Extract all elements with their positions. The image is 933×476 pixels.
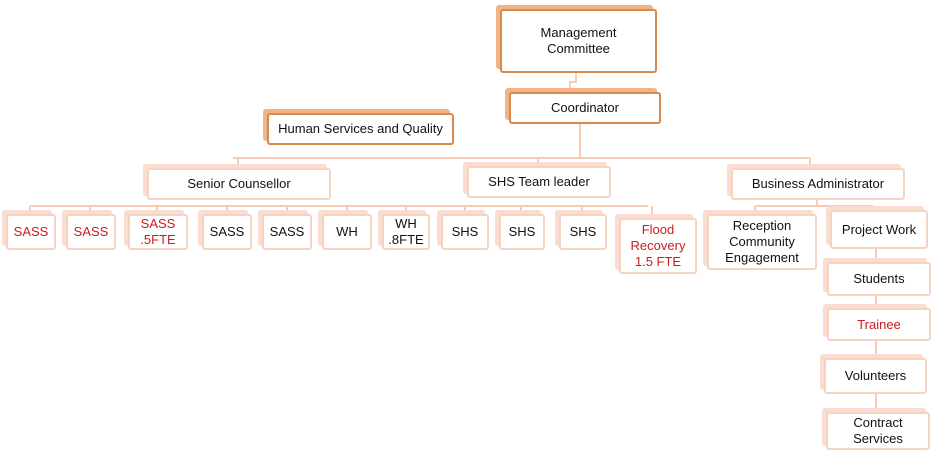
sass-label-4: SASS <box>269 224 305 239</box>
shs-label-2: SHS <box>508 224 536 239</box>
trainee-box: Trainee <box>827 308 931 341</box>
volunteers-box: Volunteers <box>824 358 927 394</box>
management-committee-box: Management Committee <box>500 9 657 73</box>
sass-label-3: SASS <box>209 224 245 239</box>
shs-label-3: SHS <box>569 224 597 239</box>
human-services-quality-box: Human Services and Quality <box>267 113 454 145</box>
project-work-box: Project Work <box>830 210 928 249</box>
wh-8fte-box: WH .8FTE <box>382 214 430 250</box>
shs-label-1: SHS <box>451 224 479 239</box>
connector-management-coordinator <box>569 73 577 92</box>
reception-box: Reception Community Engagement <box>707 214 817 270</box>
management-committee-label: Management Committee <box>540 25 617 56</box>
volunteers-label: Volunteers <box>844 368 907 383</box>
trainee-label: Trainee <box>857 316 901 332</box>
sass-label-1: SASS <box>13 224 49 239</box>
sass-box-4: SASS <box>262 214 312 250</box>
students-label: Students <box>853 271 905 286</box>
students-box: Students <box>827 262 931 296</box>
reception-label: Reception Community Engagement <box>725 218 799 265</box>
senior-counsellor-label: Senior Counsellor <box>187 176 291 191</box>
sass-box-3: SASS <box>202 214 252 250</box>
human-services-quality-label: Human Services and Quality <box>278 121 443 136</box>
shs-team-leader-box: SHS Team leader <box>467 166 611 198</box>
sass-label-2: SASS <box>73 224 109 239</box>
connector-row-drops <box>29 206 653 218</box>
shs-box-2: SHS <box>499 214 545 250</box>
shs-team-leader-label: SHS Team leader <box>488 174 590 189</box>
sass-box-2: SASS <box>66 214 116 250</box>
project-work-label: Project Work <box>841 221 917 237</box>
shs-box-3: SHS <box>559 214 607 250</box>
connector-biz-drops <box>754 206 874 214</box>
wh-8fte-label: WH .8FTE <box>388 216 424 247</box>
shs-box-1: SHS <box>441 214 489 250</box>
sass-5fte-box: SASS .5FTE <box>128 214 188 250</box>
flood-recovery-box: Flood Recovery 1.5 FTE <box>619 218 697 274</box>
contract-services-label: Contract Services <box>853 415 903 446</box>
flood-recovery-label: Flood Recovery 1.5 FTE <box>630 222 686 269</box>
coordinator-box: Coordinator <box>509 92 661 124</box>
business-administrator-label: Business Administrator <box>751 176 885 191</box>
senior-counsellor-box: Senior Counsellor <box>147 168 331 200</box>
wh-label: WH <box>336 224 358 239</box>
sass-5fte-label: SASS .5FTE <box>140 216 176 247</box>
contract-services-box: Contract Services <box>826 412 930 450</box>
wh-box: WH <box>322 214 372 250</box>
coordinator-label: Coordinator <box>551 100 619 115</box>
business-administrator-box: Business Administrator <box>731 168 905 200</box>
sass-box-1: SASS <box>6 214 56 250</box>
